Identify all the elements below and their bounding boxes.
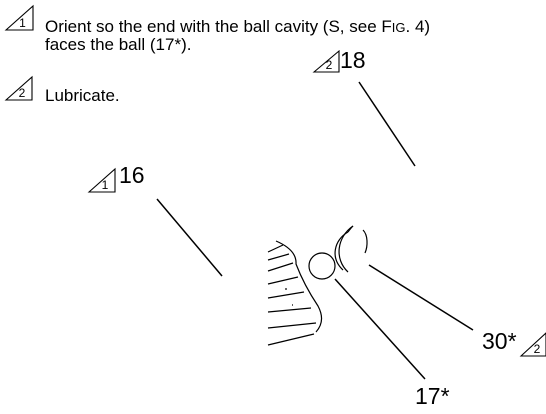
callout-17-leader-line [334, 278, 426, 380]
note-1-line-1: Orient so the end with the ball cavity (… [45, 17, 430, 36]
callout-16-label: 16 [119, 162, 145, 188]
callout-18: 2 18 [312, 47, 416, 167]
note-2-line-1: Lubricate. [45, 86, 120, 105]
note-1-text-a: Orient so the end with the ball cavity (… [45, 17, 392, 36]
callout-18-label: 18 [340, 47, 366, 73]
callout-18-triangle-icon: 2 [312, 49, 340, 73]
callout-30-label: 30* [482, 328, 517, 354]
callout-30-leader-line [368, 264, 474, 331]
callout-16-marker: 1 [102, 178, 109, 192]
callout-18-marker: 2 [326, 58, 333, 72]
callout-17: 17* [334, 278, 450, 409]
part-17-ball-drawing [308, 252, 336, 280]
callout-17-label: 17* [415, 383, 450, 409]
note-1: 1 Orient so the end with the ball cavity… [4, 4, 430, 54]
note-1-line-2: faces the ball (17*). [45, 35, 191, 54]
callout-30-triangle-icon: 2 [519, 332, 546, 357]
callout-30: 30* 2 [368, 264, 546, 357]
note-2: 2 Lubricate. [4, 75, 120, 105]
note-1-text-b: . 4) [406, 17, 431, 36]
callout-16-triangle-icon: 1 [87, 167, 116, 193]
note-2-marker: 2 [19, 86, 26, 100]
warning-triangle-1-icon: 1 [4, 4, 34, 31]
part-30-ring-drawing [334, 225, 368, 273]
callout-16-leader-line [156, 198, 223, 277]
part-16-body-drawing [267, 240, 323, 346]
callout-18-leader-line [358, 81, 416, 167]
note-1-fig-small-caps: IG [392, 20, 406, 35]
callout-16: 1 16 [87, 162, 223, 277]
callout-30-marker: 2 [534, 342, 541, 356]
warning-triangle-2-icon: 2 [4, 75, 33, 101]
note-1-marker: 1 [19, 16, 26, 30]
